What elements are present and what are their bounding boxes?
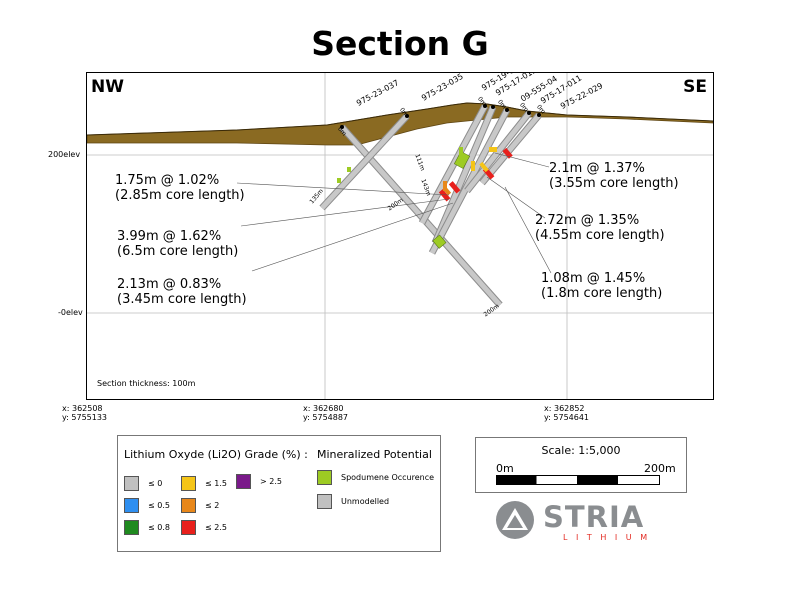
- grade-swatch: [124, 520, 139, 535]
- topography-line: [87, 102, 713, 136]
- direction-label-nw: NW: [91, 77, 124, 97]
- spodumene-interval: [453, 151, 471, 169]
- elevation-label: -0elev: [58, 308, 83, 317]
- scale-bar: [496, 475, 660, 485]
- cross-section-drawing: [87, 73, 713, 399]
- legend-box: Lithium Oxyde (Li2O) Grade (%) : Mineral…: [117, 435, 441, 552]
- collar-points: [340, 104, 541, 129]
- intercept-callout: 2.72m @ 1.35% (4.55m core length): [535, 213, 665, 243]
- page-title: Section G: [311, 24, 489, 63]
- grade-swatch: [181, 520, 196, 535]
- potential-legend-title: Mineralized Potential: [317, 448, 432, 461]
- grade-swatch: [181, 498, 196, 513]
- coordinate-label: x: 362852 y: 5754641: [544, 404, 590, 422]
- grade-swatch: [181, 476, 196, 491]
- callout-leaders: [236, 152, 552, 274]
- spodumene-interval: [432, 234, 447, 249]
- grade-interval-yellow: [471, 161, 475, 171]
- grade-swatch: [124, 476, 139, 491]
- grade-interval-yellow: [479, 161, 489, 173]
- potential-swatch: [317, 494, 332, 509]
- grade-swatch: [236, 474, 251, 489]
- stria-logo: STRIA L I T H I U M: [495, 497, 665, 547]
- potential-swatch: [317, 470, 332, 485]
- grade-interval-red: [438, 189, 451, 202]
- spodumene-interval: [347, 167, 351, 172]
- intercept-callout: 2.1m @ 1.37% (3.55m core length): [549, 161, 679, 191]
- grade-swatch-label: > 2.5: [260, 477, 282, 486]
- cross-section-panel: NW SE 975-23-037 975-23-035 975-19-021 9…: [86, 72, 714, 400]
- intercept-callout: 2.13m @ 0.83% (3.45m core length): [117, 277, 247, 307]
- intercept-callout: 3.99m @ 1.62% (6.5m core length): [117, 229, 239, 259]
- section-thickness-note: Section thickness: 100m: [97, 379, 196, 388]
- scale-start-label: 0m: [496, 462, 514, 475]
- grade-intervals: [337, 147, 513, 249]
- grade-legend-title: Lithium Oxyde (Li2O) Grade (%) :: [124, 448, 308, 461]
- coordinate-label: x: 362680 y: 5754887: [303, 404, 349, 422]
- grade-swatch: [124, 498, 139, 513]
- direction-label-se: SE: [683, 77, 707, 97]
- intercept-callout: 1.75m @ 1.02% (2.85m core length): [115, 173, 245, 203]
- stria-logo-icon: [496, 501, 534, 539]
- coordinate-label: x: 362508 y: 5755133: [62, 404, 108, 422]
- grade-swatch-label: ≤ 0.5: [148, 501, 170, 510]
- grade-interval-orange: [443, 181, 447, 191]
- logo-subtext: L I T H I U M: [563, 533, 651, 542]
- intercept-callout: 1.08m @ 1.45% (1.8m core length): [541, 271, 663, 301]
- scale-box: Scale: 1:5,000 0m 200m: [475, 437, 687, 493]
- grade-swatch-label: ≤ 0: [148, 479, 163, 488]
- potential-swatch-label: Spodumene Occurence: [341, 473, 435, 482]
- drill-holes: [319, 104, 542, 308]
- grade-interval-yellow: [489, 147, 497, 152]
- grade-swatch-label: ≤ 0.8: [148, 523, 170, 532]
- grade-interval-red: [448, 181, 461, 194]
- grade-swatch-label: ≤ 2.5: [205, 523, 227, 532]
- elevation-label: 200elev: [48, 150, 81, 159]
- logo-wordmark: STRIA: [543, 500, 645, 534]
- spodumene-interval: [459, 147, 463, 157]
- grade-swatch-label: ≤ 2: [205, 501, 220, 510]
- potential-swatch-label: Unmodelled: [341, 497, 390, 506]
- spodumene-interval: [337, 178, 341, 183]
- grade-swatch-label: ≤ 1.5: [205, 479, 227, 488]
- grade-interval-red: [502, 147, 513, 159]
- scale-title: Scale: 1:5,000: [541, 444, 621, 457]
- scale-end-label: 200m: [644, 462, 676, 475]
